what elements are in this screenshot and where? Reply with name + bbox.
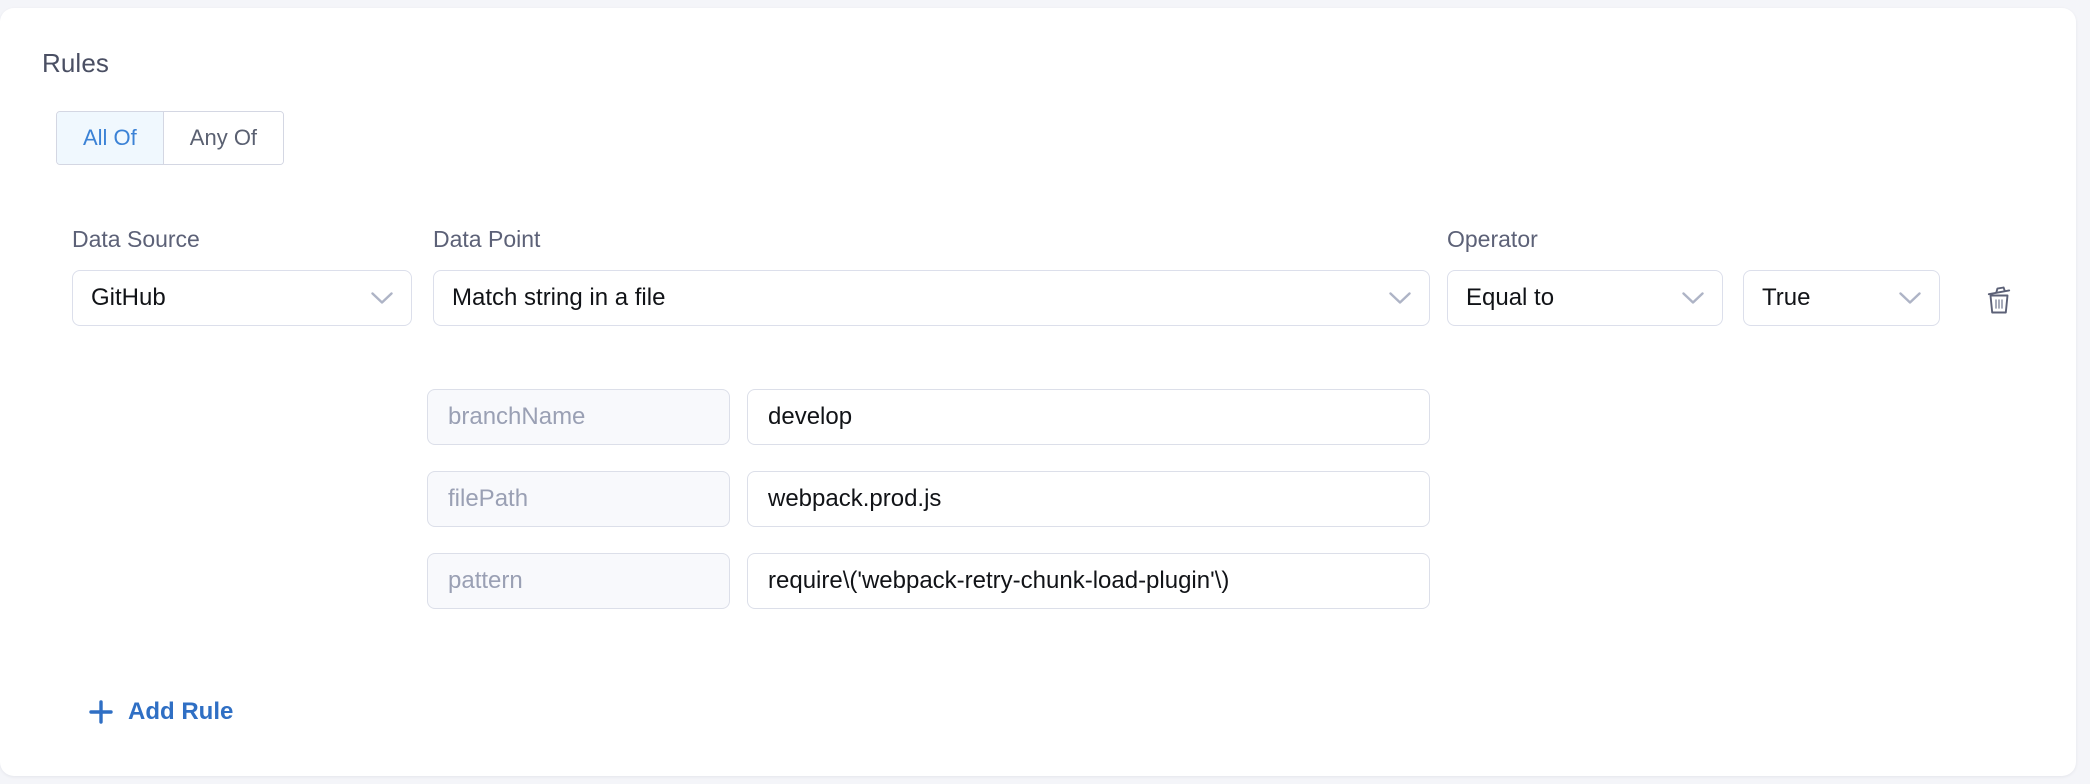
parameter-value-pattern[interactable]: require\('webpack-retry-chunk-load-plugi…: [747, 553, 1430, 609]
toggle-all-of[interactable]: All Of: [57, 112, 163, 164]
trash-icon: [1982, 283, 2016, 320]
parameter-row: pattern require\('webpack-retry-chunk-lo…: [0, 553, 2076, 609]
parameter-key-pattern: pattern: [427, 553, 730, 609]
operator-value: Equal to: [1466, 284, 1555, 311]
page-title: Rules: [42, 48, 109, 78]
parameter-key-filepath: filePath: [427, 471, 730, 527]
data-point-select[interactable]: Match string in a file: [433, 270, 1430, 326]
operator-select[interactable]: Equal to: [1447, 270, 1723, 326]
data-source-select[interactable]: GitHub: [72, 270, 412, 326]
add-rule-button[interactable]: Add Rule: [88, 698, 233, 726]
parameter-value-filepath[interactable]: webpack.prod.js: [747, 471, 1430, 527]
operator-label: Operator: [1447, 226, 1538, 252]
toggle-any-of[interactable]: Any Of: [162, 112, 284, 164]
operator-value-select[interactable]: True: [1743, 270, 1940, 326]
chevron-down-icon: [1893, 291, 1927, 305]
data-point-value: Match string in a file: [452, 284, 666, 311]
parameter-value-branchname[interactable]: develop: [747, 389, 1430, 445]
parameter-key-branchname: branchName: [427, 389, 730, 445]
operator-value-text: True: [1762, 284, 1811, 311]
chevron-down-icon: [1676, 291, 1710, 305]
chevron-down-icon: [365, 291, 399, 305]
plus-icon: [88, 699, 114, 725]
chevron-down-icon: [1383, 291, 1417, 305]
parameter-row: filePath webpack.prod.js: [0, 471, 2076, 527]
delete-rule-button[interactable]: [1978, 280, 2020, 322]
data-point-label: Data Point: [433, 226, 541, 252]
data-source-value: GitHub: [91, 284, 166, 311]
match-type-toggle[interactable]: All Of Any Of: [56, 111, 285, 165]
rules-card: Rules All Of Any Of Data Source Data Poi…: [0, 8, 2076, 776]
parameter-row: branchName develop: [0, 389, 2076, 445]
data-source-label: Data Source: [72, 226, 200, 252]
add-rule-label: Add Rule: [128, 698, 234, 725]
